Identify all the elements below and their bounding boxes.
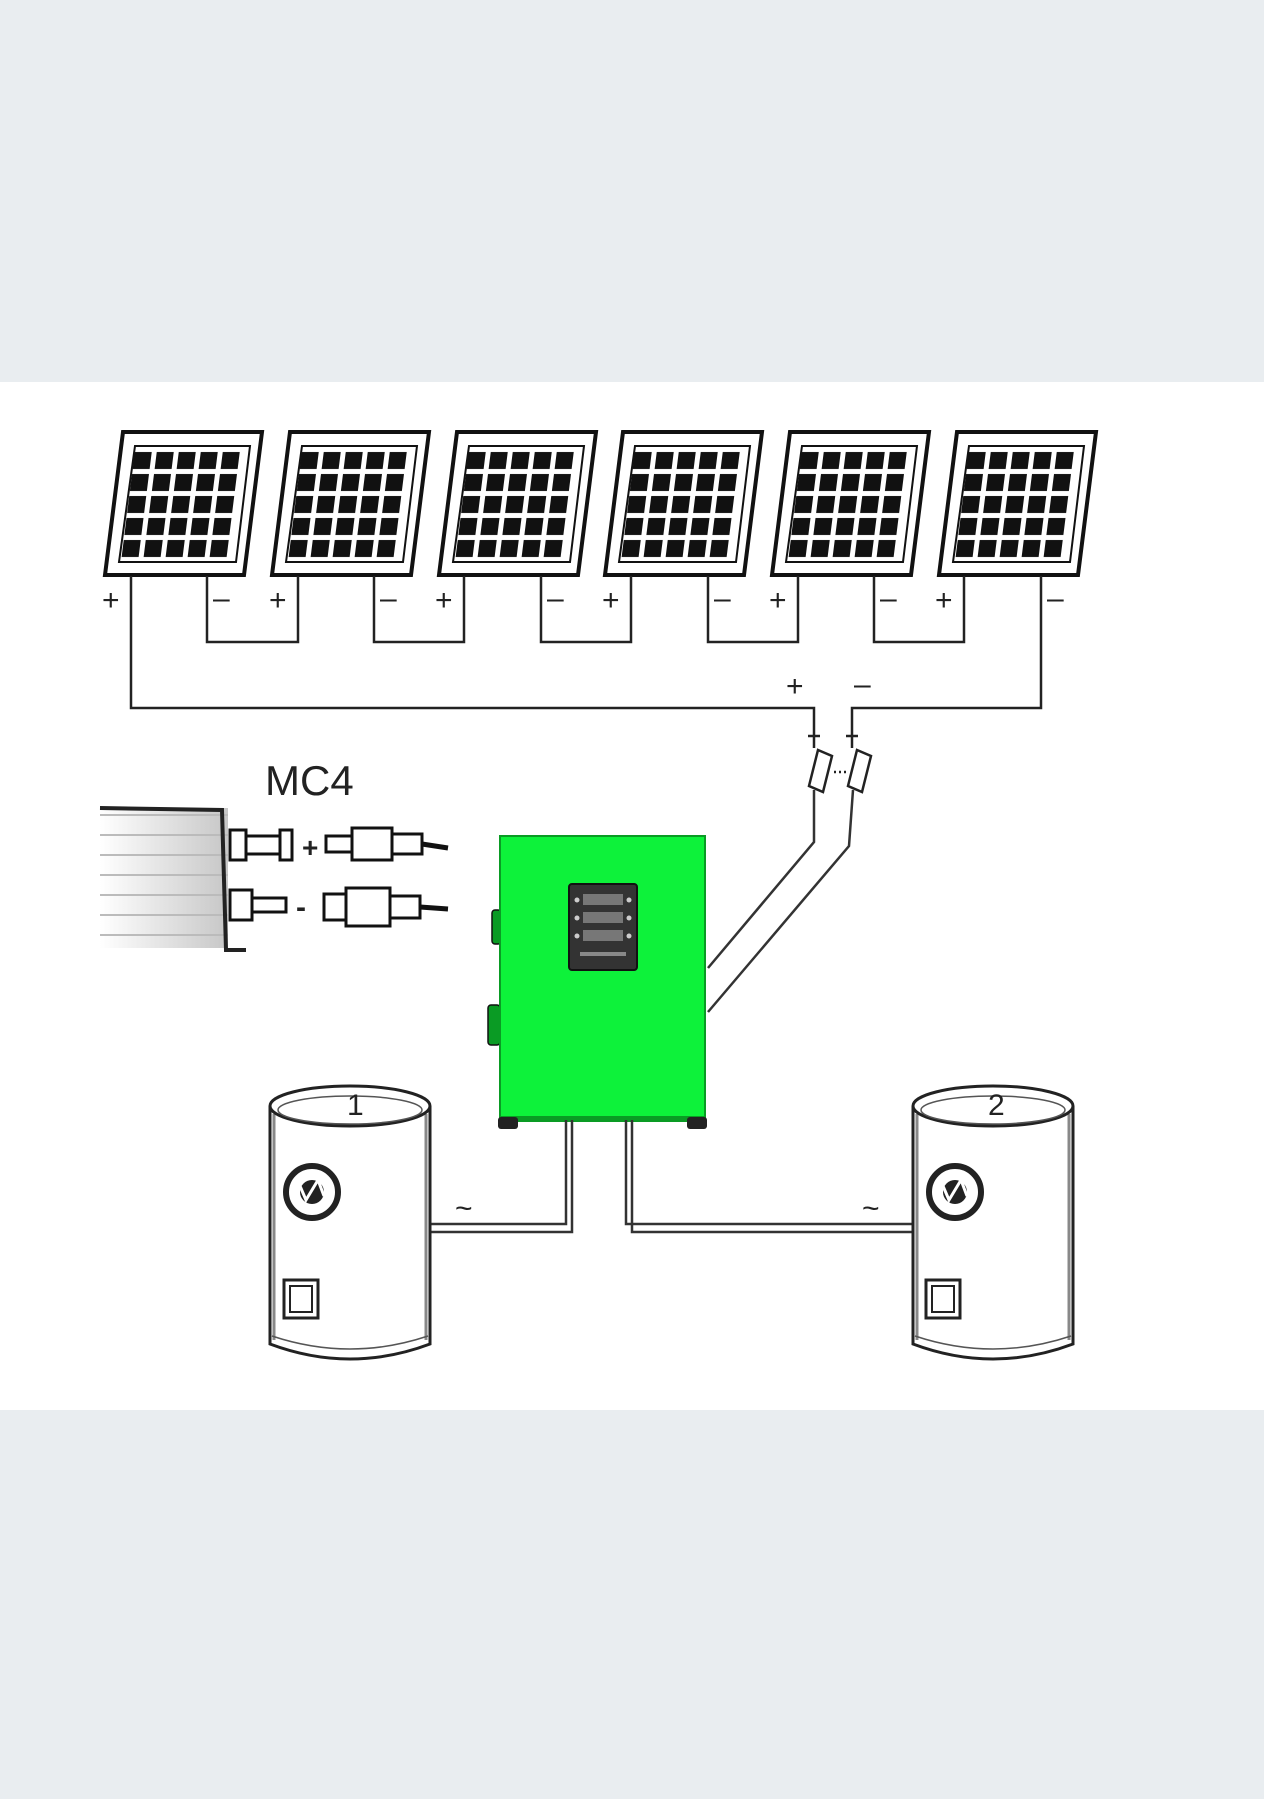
panel-plus-label: + [435, 584, 453, 617]
status-led [626, 915, 632, 921]
water-heater-2: 2 [911, 1084, 1075, 1361]
ac-cables [430, 1120, 918, 1234]
series-wiring [129, 576, 1043, 748]
panel-minus-label: – [880, 582, 897, 615]
mc4-female-connector [324, 826, 449, 862]
panel-minus-label: – [547, 582, 564, 615]
ac-symbol-left: ~ [455, 1192, 473, 1225]
status-led [626, 897, 632, 903]
tank-number-label: 2 [988, 1089, 1005, 1122]
solar-panel [269, 430, 432, 577]
panel-minus-label: – [1047, 582, 1064, 615]
string-mc4-connectors [807, 748, 873, 794]
panel-minus-label: – [213, 582, 230, 615]
mc4-connector-illustration: MC4 + - [99, 757, 449, 952]
solar-array [102, 430, 1099, 577]
mc4-female-connector [228, 888, 288, 922]
solar-panel [102, 430, 265, 577]
panel-minus-label: – [380, 582, 397, 615]
mc4-label: MC4 [265, 757, 354, 804]
panel-polarity-labels: + – + – + – + – + – + – + – [102, 582, 1064, 703]
status-led [574, 915, 580, 921]
tank-number-label: 1 [347, 1089, 364, 1122]
panel-plus-label: + [935, 584, 953, 617]
dc-cables [707, 789, 855, 1013]
panel-plus-label: + [102, 584, 120, 617]
mc4-minus-label: - [296, 891, 306, 924]
status-led [574, 897, 580, 903]
water-heater-1: 1 [268, 1084, 432, 1361]
panel-minus-label: – [714, 582, 731, 615]
mc4-male-connector [228, 828, 294, 862]
mc4-plus-label: + [302, 832, 318, 863]
solar-panel [436, 430, 599, 577]
solar-controller [487, 835, 707, 1129]
panel-plus-label: + [769, 584, 787, 617]
string-plus-label: + [786, 670, 804, 703]
solar-panel [602, 430, 765, 577]
mc4-male-connector [322, 886, 449, 928]
panel-plus-label: + [269, 584, 287, 617]
controller-display [568, 883, 638, 971]
ac-symbol-right: ~ [862, 1192, 880, 1225]
string-minus-label: – [854, 668, 871, 701]
solar-panel [936, 430, 1099, 577]
solar-panel [769, 430, 932, 577]
panel-plus-label: + [602, 584, 620, 617]
status-led [574, 933, 580, 939]
status-led [626, 933, 632, 939]
